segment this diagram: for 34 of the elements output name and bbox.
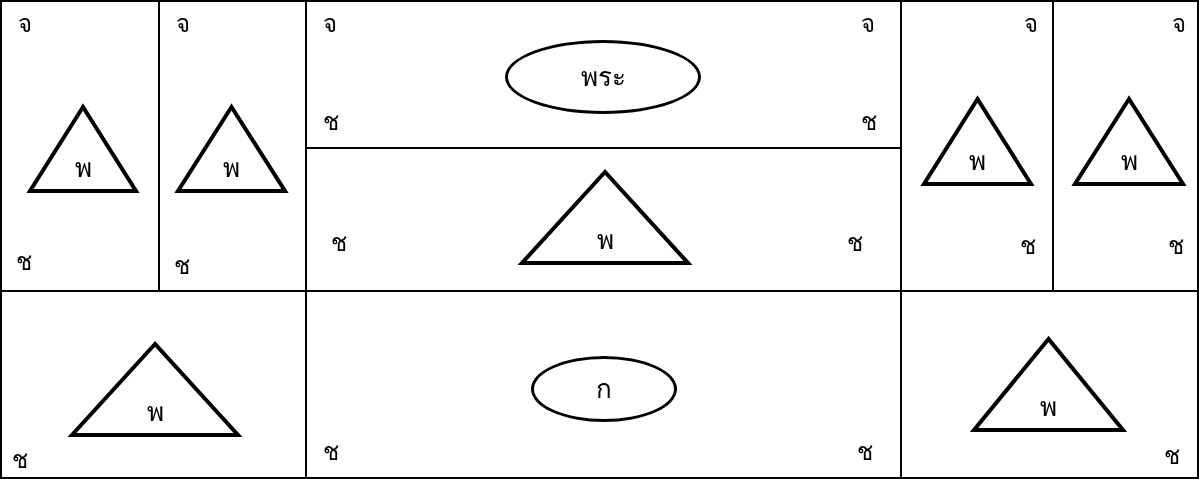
section-letter: ช bbox=[857, 440, 873, 464]
section-letter: จ bbox=[861, 12, 875, 36]
triangle-marker bbox=[176, 105, 287, 193]
section-letter: ช bbox=[1164, 444, 1180, 468]
triangle-label: พ bbox=[968, 148, 987, 174]
section-letter: ช bbox=[1168, 234, 1184, 258]
triangle-label: พ bbox=[595, 227, 615, 253]
section-letter: ช bbox=[1020, 234, 1036, 258]
section-letter: ช bbox=[323, 440, 339, 464]
triangle-marker bbox=[972, 337, 1125, 432]
section-letter: ช bbox=[331, 231, 347, 255]
oval-label: พระ bbox=[580, 64, 626, 90]
triangle-marker bbox=[520, 170, 690, 265]
section-letter: ช bbox=[861, 110, 877, 134]
triangle-marker bbox=[28, 105, 138, 193]
triangle-marker bbox=[70, 342, 240, 437]
section-letter: จ bbox=[18, 12, 32, 36]
triangle-label: พ bbox=[1039, 394, 1058, 420]
section-letter: ช bbox=[12, 448, 28, 472]
triangle-label: พ bbox=[73, 155, 93, 181]
section-letter: ช bbox=[847, 231, 863, 255]
triangle-label: พ bbox=[222, 155, 241, 181]
section-letter: จ bbox=[1024, 12, 1038, 36]
triangle-marker bbox=[1073, 97, 1185, 186]
oval-label: ก bbox=[596, 376, 612, 402]
triangle-label: พ bbox=[1119, 148, 1139, 174]
section-letter: ช bbox=[174, 254, 190, 278]
triangle-label: พ bbox=[145, 399, 165, 425]
section-letter: จ bbox=[323, 12, 337, 36]
triangle-marker bbox=[922, 97, 1033, 186]
section-letter: จ bbox=[1172, 12, 1186, 36]
section-letter: ช bbox=[323, 110, 339, 134]
section-letter: จ bbox=[176, 12, 190, 36]
section-letter: ช bbox=[16, 250, 32, 274]
